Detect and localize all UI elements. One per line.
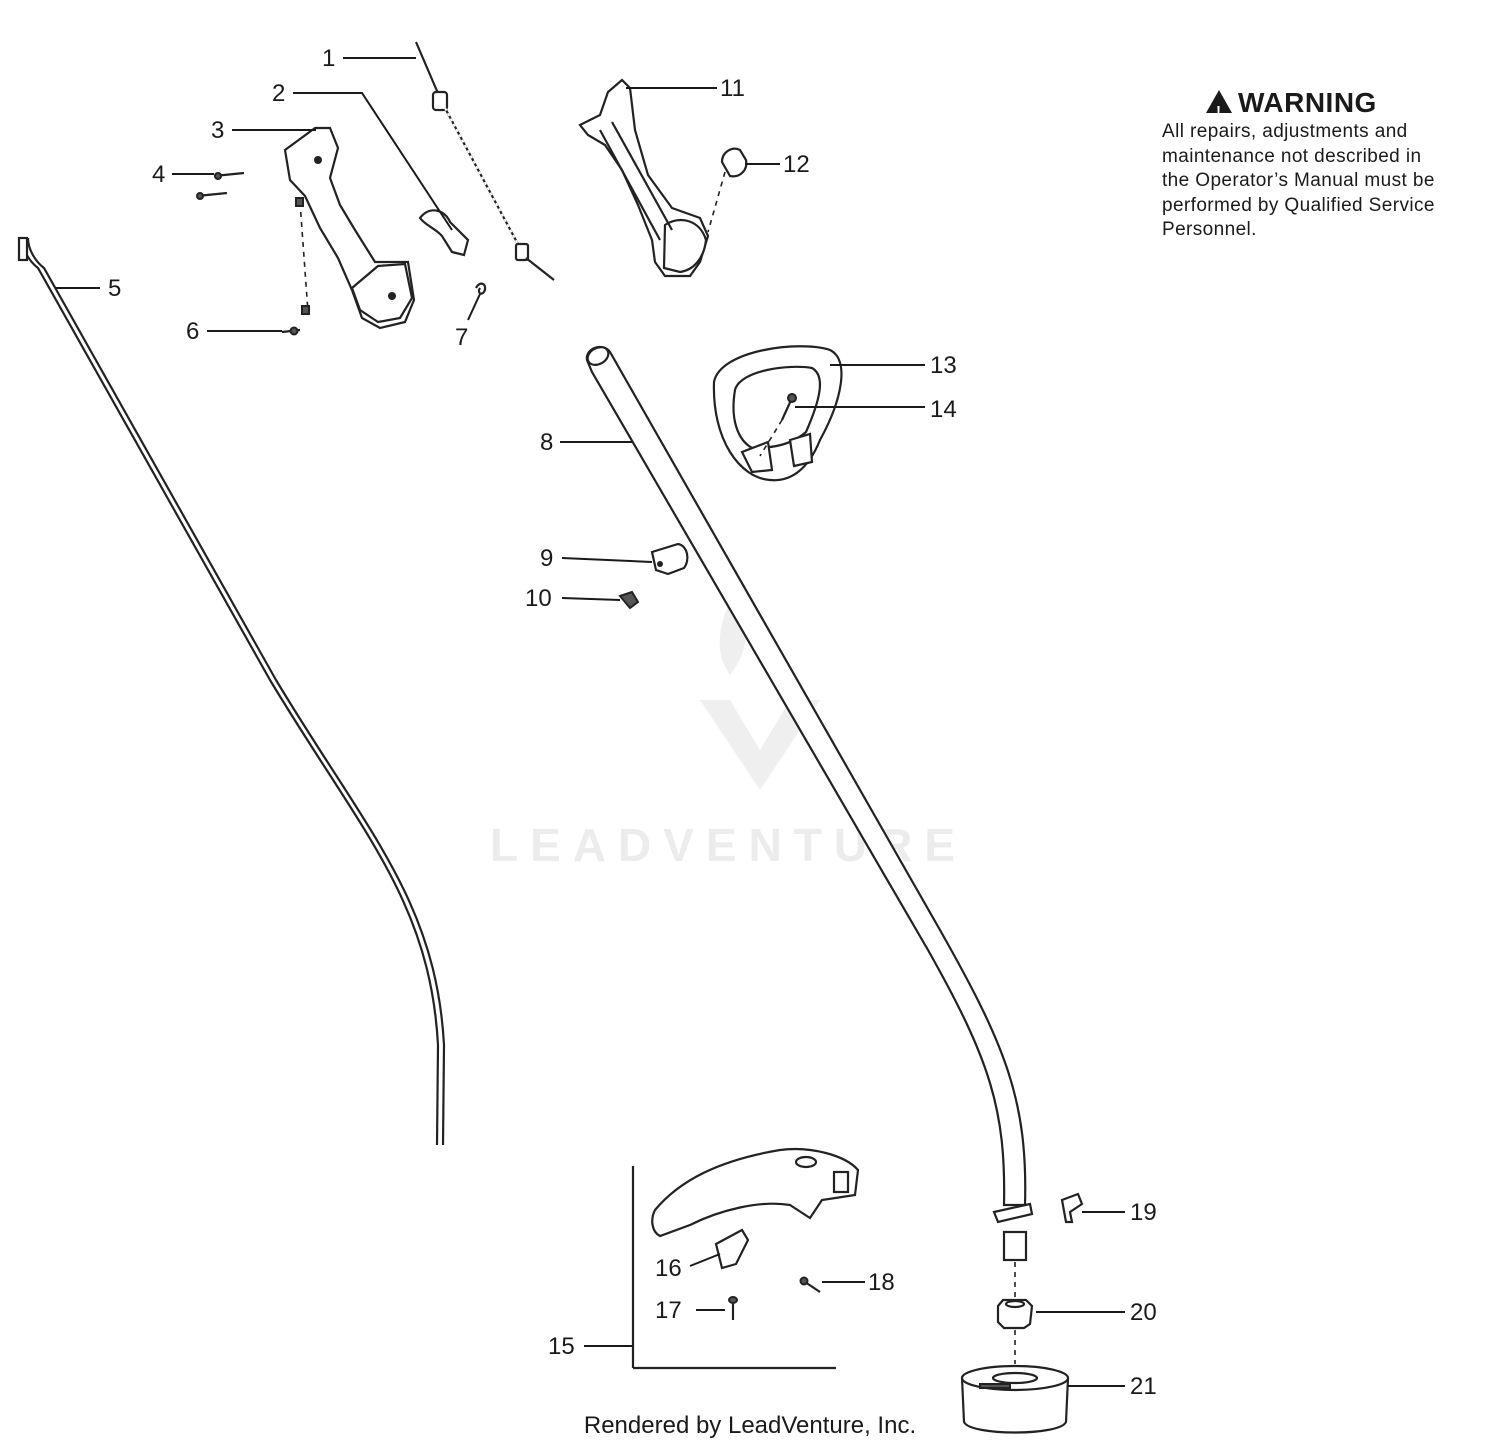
shield-screw-18: [799, 1276, 821, 1293]
bracket-wing-screw: [618, 590, 640, 610]
leader-2: [293, 92, 453, 231]
spring-clip: [475, 282, 487, 295]
warning-title-text: WARNING: [1238, 87, 1377, 118]
render-credit-text: Rendered by LeadVenture, Inc.: [583, 1412, 917, 1439]
shield-screw-17: [728, 1296, 738, 1320]
callout-7: 7: [455, 324, 468, 351]
callout-4: 4: [152, 161, 165, 188]
callout-8: 8: [540, 429, 553, 456]
callout-20: 20: [1130, 1299, 1157, 1326]
callout-1: 1: [322, 45, 335, 72]
callout-13: 13: [930, 352, 957, 379]
throttle-trigger: [418, 209, 470, 257]
throttle-cable: [414, 41, 555, 281]
callout-10: 10: [525, 585, 552, 612]
wing-bolt: [992, 1192, 1084, 1224]
handle-screws: [196, 171, 245, 200]
callout-14: 14: [930, 396, 957, 423]
shaft-bracket: [650, 542, 689, 576]
warning-title: WARNING: [1206, 86, 1492, 129]
callout-21: 21: [1130, 1373, 1157, 1400]
callout-19: 19: [1130, 1199, 1157, 1226]
handle-half-housing: [578, 78, 710, 278]
render-credit-footer: Rendered by LeadVenture, Inc.: [0, 1412, 1500, 1440]
handle-housing: [283, 126, 416, 330]
callout-17: 17: [655, 1297, 682, 1324]
shaft-housing-tube: [585, 345, 1028, 1302]
leader-9: [561, 557, 653, 563]
leader-16: [689, 1253, 721, 1267]
callout-5: 5: [108, 275, 121, 302]
spool-adapter-nut: [996, 1298, 1034, 1364]
callout-9: 9: [540, 545, 553, 572]
warning-body: All repairs, adjustments and maintenance…: [1162, 121, 1435, 240]
trimmer-head: [960, 1364, 1070, 1434]
housing-screw: [281, 197, 310, 336]
warning-triangle-icon: [1206, 90, 1232, 129]
callout-16: 16: [655, 1255, 682, 1282]
callout-2: 2: [272, 80, 285, 107]
loop-handle-bolt: [759, 393, 797, 457]
line-cutter-blade: [714, 1228, 750, 1270]
callout-11: 11: [720, 75, 745, 102]
flex-drive-shaft: [17, 236, 446, 1146]
leader-10: [561, 597, 621, 601]
shield-assembly-bracket: [631, 1166, 836, 1370]
callout-15: 15: [548, 1333, 575, 1360]
callout-3: 3: [211, 117, 224, 144]
callout-12: 12: [783, 151, 810, 178]
leader-7: [467, 293, 481, 321]
loop-handle: [712, 345, 843, 482]
debris-shield: [651, 1148, 860, 1238]
handle-nut: [707, 147, 748, 233]
callout-6: 6: [186, 318, 199, 345]
callout-18: 18: [868, 1269, 895, 1296]
warning-notice: WARNING All repairs, adjustments and mai…: [1162, 86, 1492, 243]
